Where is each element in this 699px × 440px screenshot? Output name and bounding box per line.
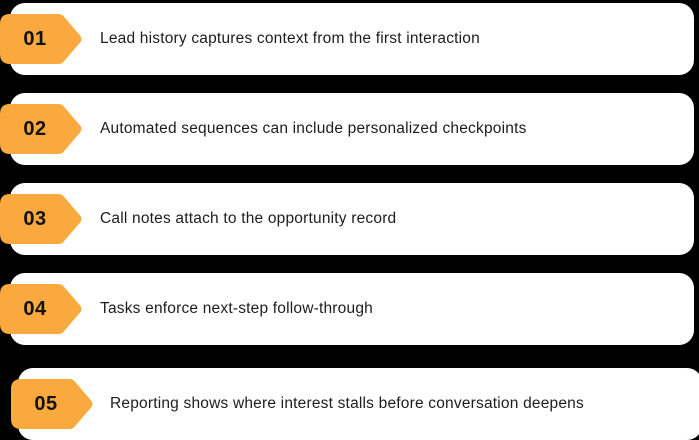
step-text: Lead history captures context from the f…: [100, 30, 480, 47]
step-card-2: 02 Automated sequences can include perso…: [0, 93, 694, 165]
step-number-badge: 01: [0, 14, 82, 64]
step-text: Call notes attach to the opportunity rec…: [100, 210, 397, 227]
step-card-5: 05 Reporting shows where interest stalls…: [11, 368, 699, 440]
step-card-3: 03 Call notes attach to the opportunity …: [0, 183, 694, 255]
step-text: Automated sequences can include personal…: [100, 120, 527, 137]
arrow-badge-icon: [11, 379, 93, 429]
step-text: Tasks enforce next-step follow-through: [100, 300, 373, 317]
arrow-badge-icon: [0, 194, 82, 244]
step-text: Reporting shows where interest stalls be…: [110, 395, 584, 412]
step-number-badge: 04: [0, 284, 82, 334]
step-number: 01: [23, 27, 47, 50]
arrow-badge-icon: [0, 104, 82, 154]
step-card-4: 04 Tasks enforce next-step follow-throug…: [0, 273, 694, 345]
step-number: 04: [23, 297, 47, 320]
step-number-badge: 03: [0, 194, 82, 244]
step-number-badge: 02: [0, 104, 82, 154]
step-number: 02: [23, 117, 47, 140]
step-number: 03: [23, 207, 47, 230]
step-number: 05: [34, 392, 58, 415]
arrow-badge-icon: [0, 14, 82, 64]
arrow-badge-icon: [0, 284, 82, 334]
step-number-badge: 05: [11, 379, 93, 429]
step-card-1: 01 Lead history captures context from th…: [0, 3, 694, 75]
